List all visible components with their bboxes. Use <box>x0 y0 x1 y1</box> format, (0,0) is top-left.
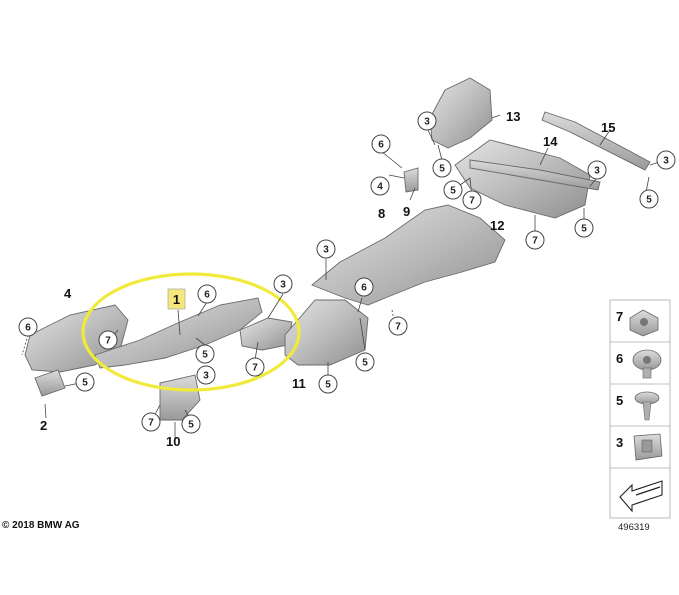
part-15-shape <box>541 111 651 171</box>
direction-arrow-icon <box>619 480 663 513</box>
callout: 7 <box>525 230 545 250</box>
callout: 5 <box>181 414 201 434</box>
part-8-label: 8 <box>378 206 385 221</box>
part-9-shape <box>403 167 419 193</box>
svg-text:5: 5 <box>450 186 456 197</box>
part-labels: 1 2 4 8 9 10 11 12 13 14 15 <box>40 109 615 449</box>
copyright-text: © 2018 BMW AG <box>2 520 80 531</box>
svg-text:5: 5 <box>439 164 445 175</box>
svg-text:3: 3 <box>594 166 600 177</box>
part-2-label: 2 <box>40 418 47 433</box>
callout: 3 <box>273 274 293 294</box>
svg-text:7: 7 <box>469 196 475 207</box>
drawing-number: 496319 <box>618 522 650 533</box>
svg-text:7: 7 <box>532 236 538 247</box>
part-8-shape <box>311 204 506 306</box>
callout: 4 <box>370 176 390 196</box>
legend-label-5: 5 <box>616 393 623 408</box>
legend-label-6: 6 <box>616 351 623 366</box>
hardware-legend: 7 6 5 3 <box>609 299 671 519</box>
part-13-label: 13 <box>506 109 520 124</box>
callout: 5 <box>639 189 659 209</box>
svg-text:7: 7 <box>395 322 401 333</box>
callout: 6 <box>354 277 374 297</box>
part-13-shape <box>429 77 493 149</box>
svg-text:5: 5 <box>202 350 208 361</box>
svg-text:3: 3 <box>203 371 209 382</box>
svg-text:7: 7 <box>148 418 154 429</box>
callout: 3 <box>196 365 216 385</box>
part-2-bracket-shape <box>34 369 66 397</box>
part-1-shape <box>94 297 263 369</box>
callout: 5 <box>443 180 463 200</box>
callout: 7 <box>388 316 408 336</box>
part-14-label: 14 <box>543 134 558 149</box>
callout: 6 <box>371 134 391 154</box>
callout: 3 <box>417 111 437 131</box>
part-12-label: 12 <box>490 218 504 233</box>
svg-text:6: 6 <box>378 140 384 151</box>
part-10-shape <box>159 374 201 421</box>
callout: 7 <box>462 190 482 210</box>
legend-label-7: 7 <box>616 309 623 324</box>
svg-text:6: 6 <box>25 323 31 334</box>
callout: 6 <box>197 284 217 304</box>
callout: 5 <box>432 158 452 178</box>
part-15-label: 15 <box>601 120 615 135</box>
part-12-shape <box>454 139 591 219</box>
callout: 3 <box>656 150 676 170</box>
callout: 5 <box>195 344 215 364</box>
svg-text:5: 5 <box>188 420 194 431</box>
callout: 5 <box>75 372 95 392</box>
svg-text:5: 5 <box>581 224 587 235</box>
part-1-label: 1 <box>173 292 180 307</box>
svg-text:5: 5 <box>646 195 652 206</box>
svg-text:3: 3 <box>280 280 286 291</box>
svg-text:3: 3 <box>323 245 329 256</box>
svg-text:7: 7 <box>252 363 258 374</box>
legend-label-3: 3 <box>616 435 623 450</box>
svg-text:3: 3 <box>663 156 669 167</box>
callout: 7 <box>98 330 118 350</box>
callout: 7 <box>245 357 265 377</box>
svg-text:6: 6 <box>361 283 367 294</box>
part-11-label: 11 <box>292 376 306 391</box>
svg-text:5: 5 <box>82 378 88 389</box>
callout: 7 <box>141 412 161 432</box>
callout: 3 <box>587 160 607 180</box>
part-shapes <box>24 77 651 421</box>
svg-text:3: 3 <box>424 117 430 128</box>
highlight-ellipse <box>81 272 301 392</box>
callout: 5 <box>355 352 375 372</box>
svg-text:4: 4 <box>377 182 383 193</box>
part-10-label: 10 <box>166 434 180 449</box>
part-1-label-box <box>167 288 186 310</box>
part-14-shape <box>469 159 601 191</box>
part-9-label: 9 <box>403 204 410 219</box>
callout: 3 <box>316 239 336 259</box>
svg-text:7: 7 <box>105 336 111 347</box>
callout: 5 <box>318 374 338 394</box>
svg-text:5: 5 <box>325 380 331 391</box>
callout: 5 <box>574 218 594 238</box>
callouts: 6 7 6 5 5 3 7 3 7 5 5 6 5 7 3 6 4 5 7 7 … <box>18 111 676 434</box>
part-4-label: 4 <box>64 286 72 301</box>
svg-text:6: 6 <box>204 290 210 301</box>
svg-text:5: 5 <box>362 358 368 369</box>
callout: 6 <box>18 317 38 337</box>
